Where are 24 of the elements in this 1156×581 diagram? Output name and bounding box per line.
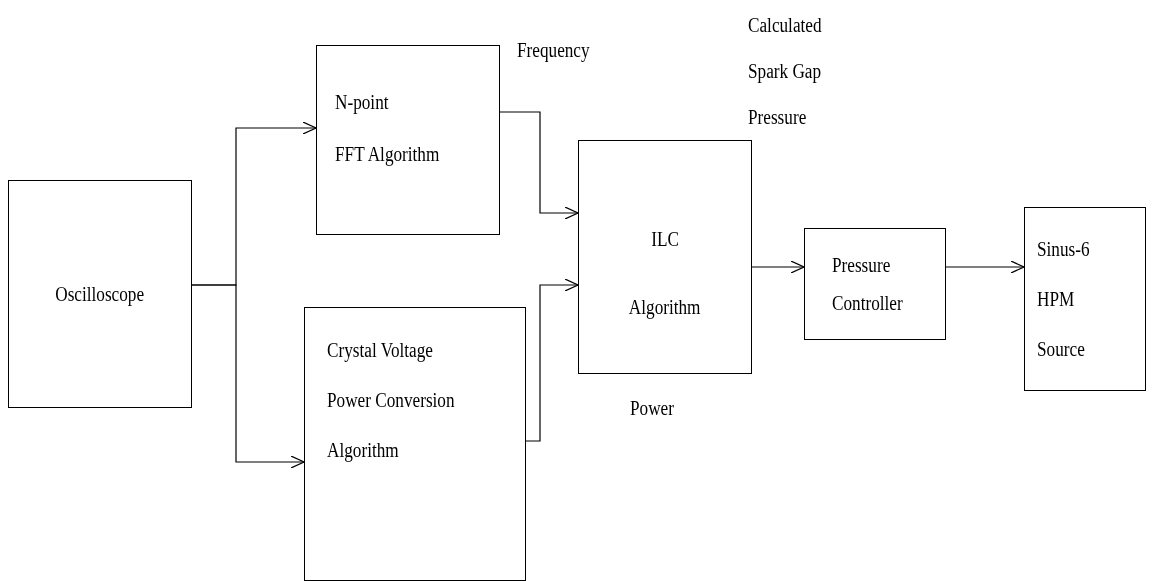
box-text: N-point (335, 90, 389, 114)
process-box (304, 307, 526, 581)
arrow (499, 111, 579, 220)
process-box (804, 228, 946, 340)
box-text: FFT Algorithm (335, 142, 440, 166)
box-text: Sinus-6 HPM Source (1037, 237, 1091, 362)
box-text: Crystal Voltage (327, 338, 433, 362)
box-text: Oscilloscope (55, 282, 145, 306)
arrow (945, 260, 1025, 274)
arrow (191, 284, 305, 469)
box-text: Algorithm (327, 438, 399, 462)
arrow (751, 260, 805, 274)
signal-label: Power (630, 396, 675, 421)
process-box (316, 45, 500, 235)
process-box (8, 180, 192, 408)
process-box (1024, 207, 1146, 391)
signal-label: Frequency (517, 38, 591, 64)
signal-label: Calculated Spark Gap Pressure (748, 13, 823, 130)
process-box (578, 140, 752, 374)
box-text: Algorithm (629, 295, 701, 319)
box-text: ILC (651, 227, 679, 251)
arrow (525, 278, 579, 442)
box-text: Power Conversion (327, 388, 455, 412)
box-text: Pressure Controller (832, 253, 904, 316)
